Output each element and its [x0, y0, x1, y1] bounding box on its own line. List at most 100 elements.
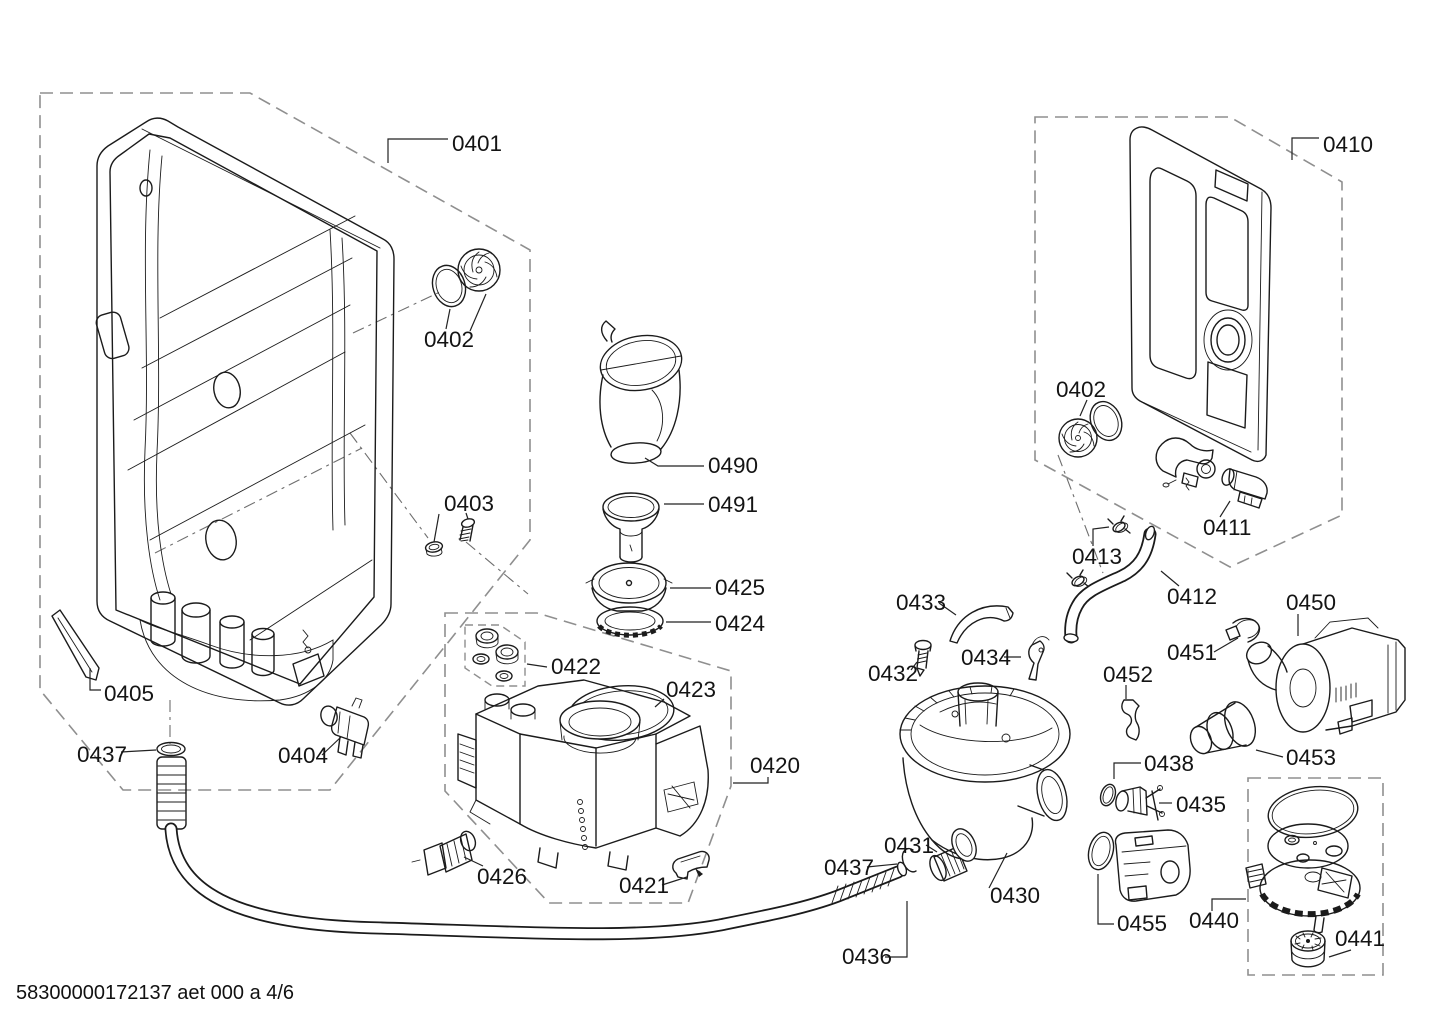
leader-0455 — [1097, 874, 1114, 925]
part-0422-seal-set — [472, 628, 519, 682]
part-0452-bracket — [1121, 699, 1140, 741]
part-label-0425: 0425 — [715, 575, 765, 600]
part-label-0421: 0421 — [619, 873, 669, 898]
part-labels: 0401 0402 0403 0404 0405 0437 0490 0491 … — [77, 131, 1385, 969]
part-label-0491: 0491 — [708, 492, 758, 517]
leader-0430 — [988, 852, 1008, 889]
part-0450-heat-pump — [1245, 617, 1406, 735]
part-label-0451: 0451 — [1167, 640, 1217, 665]
leader-0420 — [733, 777, 769, 784]
part-label-0432: 0432 — [868, 661, 918, 686]
part-0451-clamp — [1225, 617, 1261, 643]
part-label-0420: 0420 — [750, 753, 800, 778]
part-0426-valve — [411, 830, 477, 876]
part-label-0453: 0453 — [1286, 745, 1336, 770]
part-label-0422: 0422 — [551, 654, 601, 679]
part-label-0404: 0404 — [278, 743, 328, 768]
leader-0402-right — [1079, 399, 1088, 417]
part-0425-salt-cap — [585, 562, 673, 612]
leader-0433 — [938, 602, 957, 616]
part-label-0435: 0435 — [1176, 792, 1226, 817]
part-label-0433: 0433 — [896, 590, 946, 615]
part-0440-heater-assembly — [1245, 785, 1361, 934]
leader-0403 — [433, 512, 469, 543]
part-0430-sump — [899, 682, 1071, 862]
leader-0401 — [387, 138, 448, 163]
leader-0453 — [1255, 749, 1284, 758]
part-label-0401: 0401 — [452, 131, 502, 156]
leader-0437-bottom — [866, 863, 898, 868]
part-0434-lever — [1028, 636, 1050, 681]
part-label-0426: 0426 — [477, 864, 527, 889]
part-label-0437-bottom: 0437 — [824, 855, 874, 880]
part-label-0440: 0440 — [1189, 908, 1239, 933]
part-0433-bracket — [949, 605, 1014, 644]
leader-0405 — [89, 668, 101, 691]
group-box-salt-0420 — [444, 612, 732, 904]
leader-0426 — [463, 856, 484, 867]
part-0402-right-seal-set — [1058, 400, 1123, 458]
leader-0440 — [1211, 898, 1246, 911]
part-label-0434: 0434 — [961, 645, 1011, 670]
part-0436-supply-hose — [156, 741, 917, 941]
leader-0402-left — [445, 293, 487, 332]
part-0491-funnel — [602, 492, 660, 563]
leader-0451 — [1213, 637, 1239, 653]
part-label-0402-right: 0402 — [1056, 377, 1106, 402]
leader-0431 — [925, 844, 938, 853]
part-label-0405: 0405 — [104, 681, 154, 706]
part-0435-check-valve — [1115, 785, 1165, 821]
part-0432-screw — [914, 639, 932, 677]
part-label-0441: 0441 — [1335, 926, 1385, 951]
leader-0437-left — [120, 749, 157, 753]
part-label-0423: 0423 — [666, 677, 716, 702]
part-0437-clamp-ring-bottom — [901, 847, 917, 873]
leader-0438 — [1113, 762, 1141, 779]
part-label-0412: 0412 — [1167, 584, 1217, 609]
group-box-seals-0422 — [464, 624, 526, 687]
part-0420-salt-container — [457, 679, 709, 871]
part-label-0410: 0410 — [1323, 132, 1373, 157]
part-label-0424: 0424 — [715, 611, 765, 636]
part-0405-strip — [51, 609, 100, 681]
part-0401-tub-frame — [95, 117, 395, 706]
leader-0441 — [1328, 949, 1352, 958]
part-0410-door-panel — [1129, 126, 1272, 491]
leader-0412 — [1160, 570, 1180, 587]
part-0438-oring — [1099, 783, 1117, 807]
part-label-0490: 0490 — [708, 453, 758, 478]
part-label-0452: 0452 — [1103, 662, 1153, 687]
part-0441-cap — [1290, 930, 1326, 968]
part-label-0450: 0450 — [1286, 590, 1336, 615]
leader-0423 — [654, 698, 665, 708]
part-label-0431: 0431 — [884, 833, 934, 858]
part-0490-funnel-jug — [599, 320, 683, 464]
guide-lines — [154, 291, 1104, 744]
part-label-0438: 0438 — [1144, 751, 1194, 776]
part-0412-hose — [1063, 525, 1157, 644]
part-label-0403: 0403 — [444, 491, 494, 516]
leader-0404 — [321, 736, 342, 756]
leader-0432 — [910, 661, 918, 671]
leader-0411 — [1219, 500, 1231, 518]
leader-0490 — [644, 457, 704, 467]
part-0455-drain-pump — [1087, 829, 1191, 902]
part-0421-clip — [672, 850, 710, 880]
part-0411-pump — [1221, 468, 1268, 509]
doc-number: 58300000172137 aet 000 a 4/6 — [16, 982, 294, 1004]
group-boxes — [39, 92, 1384, 976]
leader-lines — [89, 137, 1352, 958]
part-0403-screw-washer — [424, 518, 476, 557]
leader-0413 — [1092, 526, 1110, 546]
part-0424-ring — [596, 606, 664, 638]
part-label-0411: 0411 — [1203, 515, 1251, 540]
part-label-0455: 0455 — [1117, 911, 1167, 936]
leader-0421 — [661, 876, 688, 886]
leader-0436 — [885, 901, 908, 958]
part-0453-sleeve — [1189, 701, 1257, 755]
leader-0422 — [526, 663, 548, 668]
group-box-door-0410 — [1034, 116, 1343, 568]
part-0402-left-seal-set — [431, 248, 501, 308]
